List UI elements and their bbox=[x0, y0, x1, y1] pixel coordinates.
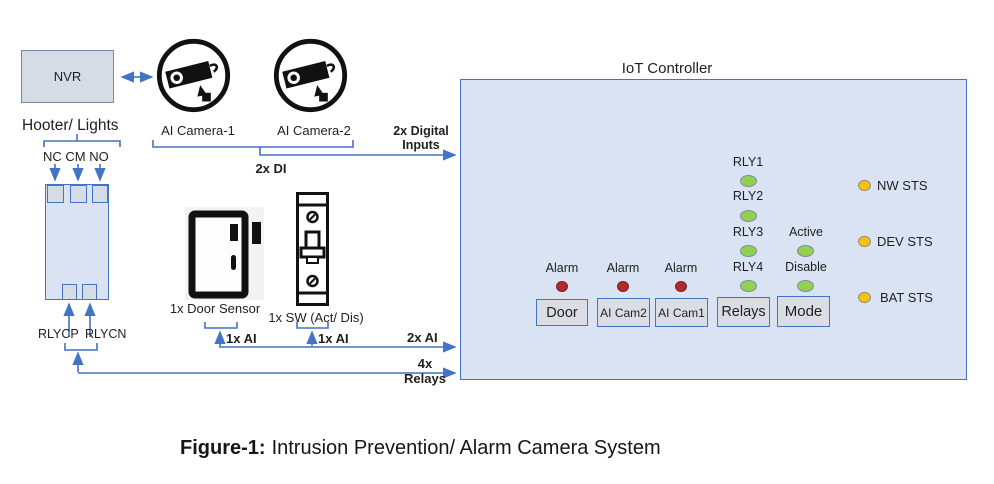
iot-controller-box bbox=[460, 79, 967, 380]
bat-sts-led bbox=[858, 292, 871, 303]
rlycp-label: RLYCP bbox=[38, 327, 79, 341]
rly3-label: RLY3 bbox=[732, 225, 764, 239]
nvr-label: NVR bbox=[53, 69, 82, 84]
alarm-label-cam2: Alarm bbox=[606, 261, 640, 275]
rly3-led bbox=[740, 245, 757, 257]
nw-sts-led bbox=[858, 180, 871, 191]
rly1-led bbox=[740, 175, 757, 187]
door-bracket bbox=[204, 322, 238, 329]
terminal-labels: NC CM NO bbox=[43, 149, 109, 164]
cctv-camera-icon bbox=[156, 38, 231, 113]
terminal-rlycn bbox=[82, 284, 97, 300]
dev-sts-led bbox=[858, 236, 871, 247]
hooter-lights-label: Hooter/ Lights bbox=[22, 117, 119, 134]
rly1-label: RLY1 bbox=[732, 155, 764, 169]
door-sensor-icon bbox=[185, 207, 264, 300]
door-sensor-label: 1x Door Sensor bbox=[169, 301, 261, 316]
bat-sts-label: BAT STS bbox=[880, 290, 933, 305]
rly2-led bbox=[740, 210, 757, 222]
camera-1-label: AI Camera-1 bbox=[161, 123, 235, 138]
dev-sts-label: DEV STS bbox=[877, 234, 933, 249]
camera-group-bracket bbox=[152, 140, 354, 148]
door-alarm-led bbox=[556, 281, 568, 292]
ai-cam2-button: AI Cam2 bbox=[597, 298, 650, 327]
rlycn-label: RLYCN bbox=[85, 327, 127, 341]
camera-2-label: AI Camera-2 bbox=[277, 123, 351, 138]
relays-word-label: Relays bbox=[404, 371, 446, 386]
aicam1-alarm-led bbox=[675, 281, 687, 292]
activate-disable-switch-icon bbox=[296, 192, 329, 306]
figure-caption-label: Figure-1: bbox=[180, 437, 266, 459]
relays-qty-label: 4x bbox=[417, 356, 433, 371]
door-ai-label: 1x AI bbox=[226, 331, 257, 346]
terminal-cm bbox=[70, 185, 87, 203]
rly4-label: RLY4 bbox=[732, 260, 764, 274]
relay-group-bracket bbox=[64, 343, 98, 351]
ai-cam1-button: AI Cam1 bbox=[655, 298, 708, 327]
active-led bbox=[797, 245, 814, 257]
hooter-group-bracket bbox=[43, 134, 121, 147]
mode-button: Mode bbox=[777, 296, 830, 327]
analog-total-label: 2x AI bbox=[407, 330, 438, 345]
nvr-box: NVR bbox=[21, 50, 114, 103]
terminal-nc bbox=[47, 185, 64, 203]
disable-led bbox=[797, 280, 814, 292]
figure-caption: Figure-1:Intrusion Prevention/ Alarm Cam… bbox=[180, 437, 661, 460]
switch-label: 1x SW (Act/ Dis) bbox=[268, 310, 364, 325]
terminal-no bbox=[92, 185, 108, 203]
aicam2-alarm-led bbox=[617, 281, 629, 292]
alarm-label-door: Alarm bbox=[545, 261, 579, 275]
rly4-led bbox=[740, 280, 757, 292]
figure-caption-title: Intrusion Prevention/ Alarm Camera Syste… bbox=[271, 437, 661, 459]
rly2-label: RLY2 bbox=[732, 189, 764, 203]
digital-inputs-label-line2: Inputs bbox=[402, 138, 440, 152]
di-group-label: 2x DI bbox=[255, 161, 287, 176]
door-button: Door bbox=[536, 299, 588, 326]
active-label: Active bbox=[788, 225, 824, 239]
terminal-rlycp bbox=[62, 284, 77, 300]
relays-button: Relays bbox=[717, 297, 770, 327]
nw-sts-label: NW STS bbox=[877, 178, 928, 193]
digital-inputs-label-line1: 2x Digital bbox=[393, 124, 449, 138]
relay-module bbox=[45, 184, 109, 300]
iot-controller-title: IoT Controller bbox=[621, 60, 713, 77]
alarm-label-cam1: Alarm bbox=[664, 261, 698, 275]
switch-ai-label: 1x AI bbox=[318, 331, 349, 346]
disable-label: Disable bbox=[785, 260, 827, 274]
cctv-camera-icon bbox=[273, 38, 348, 113]
